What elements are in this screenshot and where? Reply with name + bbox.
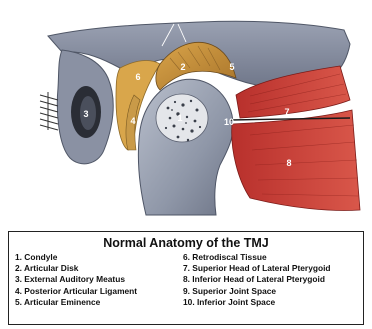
- legend-item-articular-eminence: 5. Articular Eminence: [15, 297, 137, 308]
- ear-coil: [40, 92, 58, 130]
- legend-item-posterior-articular-ligament: 4. Posterior Articular Ligament: [15, 286, 137, 297]
- callout-2: 2: [180, 62, 185, 72]
- legend-item-superior-joint-space: 9. Superior Joint Space: [183, 286, 331, 297]
- callout-9: 9: [173, 12, 178, 22]
- callout-10: 10: [224, 117, 234, 127]
- legend-item-external-auditory-meatus: 3. External Auditory Meatus: [15, 274, 137, 285]
- callout-1: 1: [177, 113, 182, 123]
- callout-5: 5: [229, 62, 234, 72]
- legend-item-articular-disk: 2. Articular Disk: [15, 263, 137, 274]
- legend-item-condyle: 1. Condyle: [15, 252, 137, 263]
- tmj-anatomy-illustration: 1 2 3 4 5 6 7 8 9 10: [0, 0, 372, 225]
- callout-4: 4: [130, 116, 135, 126]
- legend-left-column: 1. Condyle 2. Articular Disk 3. External…: [15, 252, 137, 308]
- callout-6: 6: [135, 72, 140, 82]
- callout-3: 3: [83, 109, 88, 119]
- legend-item-superior-lateral-pterygoid: 7. Superior Head of Lateral Pterygoid: [183, 263, 331, 274]
- legend-item-inferior-joint-space: 10. Inferior Joint Space: [183, 297, 331, 308]
- legend-item-inferior-lateral-pterygoid: 8. Inferior Head of Lateral Pterygoid: [183, 274, 331, 285]
- callout-7: 7: [284, 107, 289, 117]
- legend-box: Normal Anatomy of the TMJ 1. Condyle 2. …: [8, 231, 364, 325]
- legend-item-retrodiscal-tissue: 6. Retrodiscal Tissue: [183, 252, 331, 263]
- legend-right-column: 6. Retrodiscal Tissue 7. Superior Head o…: [183, 252, 331, 308]
- callout-8: 8: [286, 158, 291, 168]
- legend-title: Normal Anatomy of the TMJ: [9, 236, 363, 250]
